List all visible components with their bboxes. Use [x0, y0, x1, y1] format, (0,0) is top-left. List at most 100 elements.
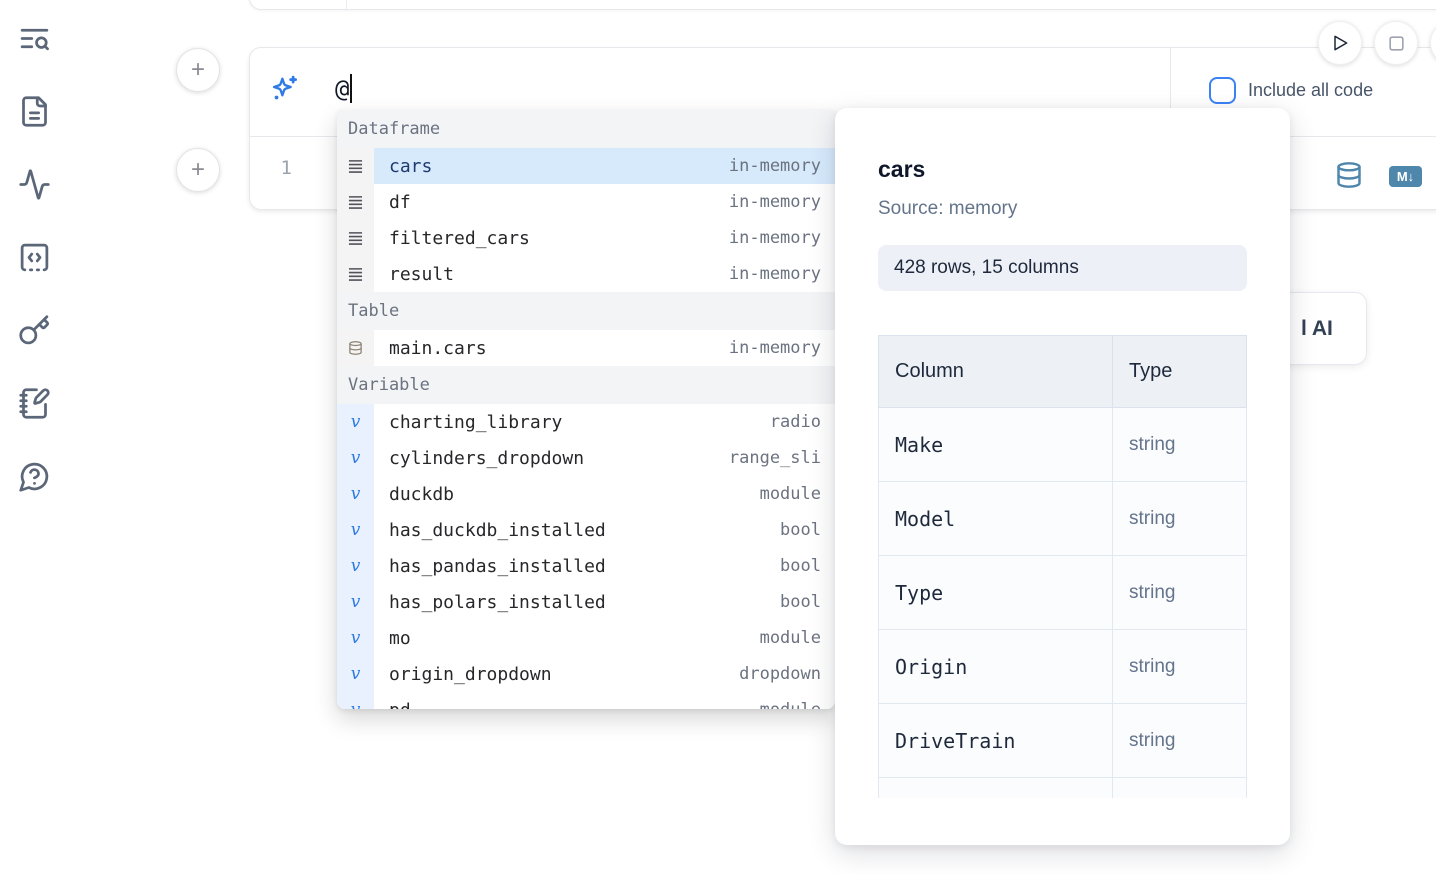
autocomplete-section-table: Table [337, 292, 835, 330]
play-icon [1334, 35, 1348, 51]
item-type: radio [769, 412, 821, 432]
autocomplete-item-pd[interactable]: v pd module [337, 692, 835, 709]
ai-prompt-input[interactable]: @ [335, 74, 353, 103]
item-name: duckdb [389, 483, 455, 505]
item-type: in-memory [728, 338, 821, 358]
autocomplete-item-has_duckdb_installed[interactable]: v has_duckdb_installed bool [337, 512, 835, 548]
stop-icon [1388, 35, 1404, 51]
autocomplete-item-cars[interactable]: cars in-memory [337, 148, 835, 184]
item-type: module [760, 700, 821, 709]
item-type: in-memory [728, 192, 821, 212]
autocomplete-dropdown: Dataframe cars in-memory df in-memory filtere… [337, 110, 835, 709]
autocomplete-item-df[interactable]: df in-memory [337, 184, 835, 220]
shape-badge: 428 rows, 15 columns [878, 245, 1247, 291]
dataframe-preview-panel: cars Source: memory 428 rows, 15 columns… [835, 108, 1290, 845]
item-type: bool [780, 592, 821, 612]
variable-icon: v [337, 440, 374, 476]
autocomplete-item-body: charting_library radio [374, 404, 835, 440]
item-name: has_pandas_installed [389, 555, 606, 577]
include-all-code-label: Include all code [1248, 80, 1374, 100]
item-name: mo [389, 627, 411, 649]
variable-icon: v [337, 620, 374, 656]
item-name: cylinders_dropdown [389, 447, 585, 469]
schema-column-name: Make [878, 407, 1113, 482]
help-icon[interactable] [18, 460, 51, 493]
key-icon[interactable] [18, 314, 51, 347]
item-name: charting_library [389, 411, 563, 433]
markdown-convert-icon[interactable]: M↓ [1389, 165, 1422, 187]
database-icon[interactable] [1335, 161, 1363, 191]
variable-icon: v [337, 692, 374, 709]
dataframe-icon [337, 148, 374, 184]
schema-column-type: string [1112, 555, 1247, 630]
autocomplete-item-body: has_pandas_installed bool [374, 548, 835, 584]
item-name: cars [389, 155, 433, 177]
item-type: module [759, 628, 821, 648]
file-text-icon[interactable] [18, 95, 51, 128]
item-name: has_polars_installed [389, 591, 606, 613]
sparkle-ai-icon [270, 74, 300, 104]
add-cell-below-button[interactable]: + [176, 148, 220, 192]
autocomplete-section-variable: Variable [337, 366, 835, 404]
variable-icon: v [337, 656, 374, 692]
schema-column-name: Origin [878, 629, 1113, 704]
preview-title: cars [878, 156, 926, 182]
code-editor-row[interactable]: 1 M↓ [250, 137, 1436, 209]
preview-source: Source: memory [878, 198, 1018, 219]
text-search-icon[interactable] [18, 22, 51, 55]
schema-column-type: string [1112, 481, 1247, 556]
schema-column-name [878, 777, 1113, 798]
item-type: in-memory [728, 264, 821, 284]
autocomplete-section-dataframe: Dataframe [337, 110, 835, 148]
autocomplete-item-has_pandas_installed[interactable]: v has_pandas_installed bool [337, 548, 835, 584]
dataframe-icon [337, 256, 374, 292]
item-name: result [389, 263, 455, 285]
item-type: bool [780, 520, 821, 540]
schema-column-type: string [1112, 629, 1247, 704]
autocomplete-item-charting_library[interactable]: v charting_library radio [337, 404, 835, 440]
item-type: in-memory [728, 156, 821, 176]
autocomplete-item-body: has_duckdb_installed bool [374, 512, 835, 548]
item-name: df [389, 191, 411, 213]
item-name: filtered_cars [389, 227, 530, 249]
variable-icon: v [337, 404, 374, 440]
stop-cell-button[interactable] [1374, 21, 1418, 65]
autocomplete-item-result[interactable]: result in-memory [337, 256, 835, 292]
item-name: has_duckdb_installed [389, 519, 606, 541]
item-name: pd [389, 700, 411, 710]
run-cell-button[interactable] [1318, 21, 1362, 65]
schema-column-name: Type [878, 555, 1113, 630]
variable-icon: v [337, 512, 374, 548]
snippets-icon[interactable] [18, 241, 51, 274]
variable-icon: v [337, 548, 374, 584]
item-type: bool [780, 556, 821, 576]
schema-column-name: Model [878, 481, 1113, 556]
add-cell-above-button[interactable]: + [176, 48, 220, 92]
schema-row [878, 777, 1247, 798]
include-all-code-checkbox[interactable] [1209, 77, 1236, 104]
activity-icon[interactable] [18, 168, 51, 201]
prompt-options: Include all code [1170, 48, 1436, 137]
scratchpad-icon[interactable] [18, 387, 51, 420]
cell-toolbar: M↓ [1335, 161, 1422, 191]
schema-header-type: Type [1112, 335, 1247, 408]
autocomplete-item-body: result in-memory [374, 256, 835, 292]
